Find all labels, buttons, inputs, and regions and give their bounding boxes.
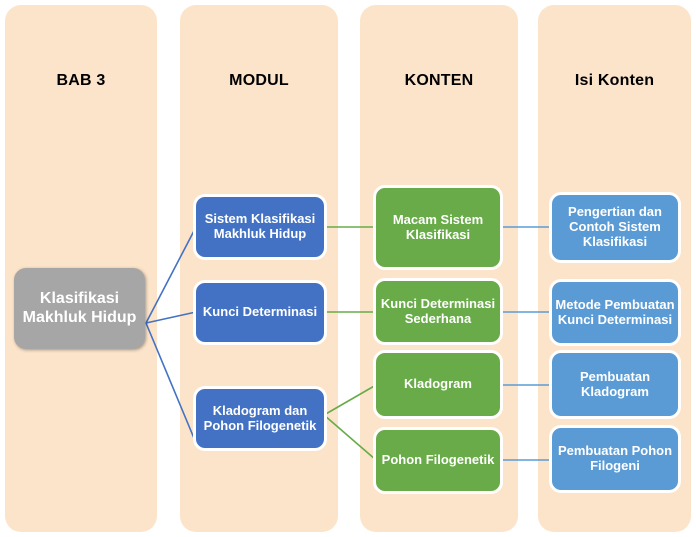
node-konten-pohon-filogenetik[interactable]: Pohon Filogenetik <box>376 430 500 491</box>
column-title-konten: KONTEN <box>404 72 474 89</box>
node-konten-kunci-determinasi-sederhana[interactable]: Kunci Determinasi Sederhana <box>376 281 500 342</box>
node-root-klasifikasi-makhluk-hidup[interactable]: Klasifikasi Makhluk Hidup <box>14 268 145 349</box>
node-modul-sistem-klasifikasi[interactable]: Sistem Klasifikasi Makhluk Hidup <box>196 197 324 257</box>
column-title-isi-konten: Isi Konten <box>574 72 655 89</box>
node-isi-metode-pembuatan-kunci-determinasi[interactable]: Metode Pembuatan Kunci Determinasi <box>552 282 678 343</box>
node-modul-kladogram-pohon-filogenetik[interactable]: Kladogram dan Pohon Filogenetik <box>196 389 324 448</box>
node-isi-pengertian-contoh-sistem-klasifikasi[interactable]: Pengertian dan Contoh Sistem Klasifikasi <box>552 195 678 260</box>
node-konten-macam-sistem-klasifikasi[interactable]: Macam Sistem Klasifikasi <box>376 188 500 267</box>
column-title-modul: MODUL <box>229 72 289 89</box>
node-konten-kladogram[interactable]: Kladogram <box>376 353 500 416</box>
column-title-bab3: BAB 3 <box>56 72 106 89</box>
node-isi-pembuatan-pohon-filogeni[interactable]: Pembuatan Pohon Filogeni <box>552 428 678 490</box>
node-modul-kunci-determinasi[interactable]: Kunci Determinasi <box>196 283 324 342</box>
node-isi-pembuatan-kladogram[interactable]: Pembuatan Kladogram <box>552 353 678 416</box>
